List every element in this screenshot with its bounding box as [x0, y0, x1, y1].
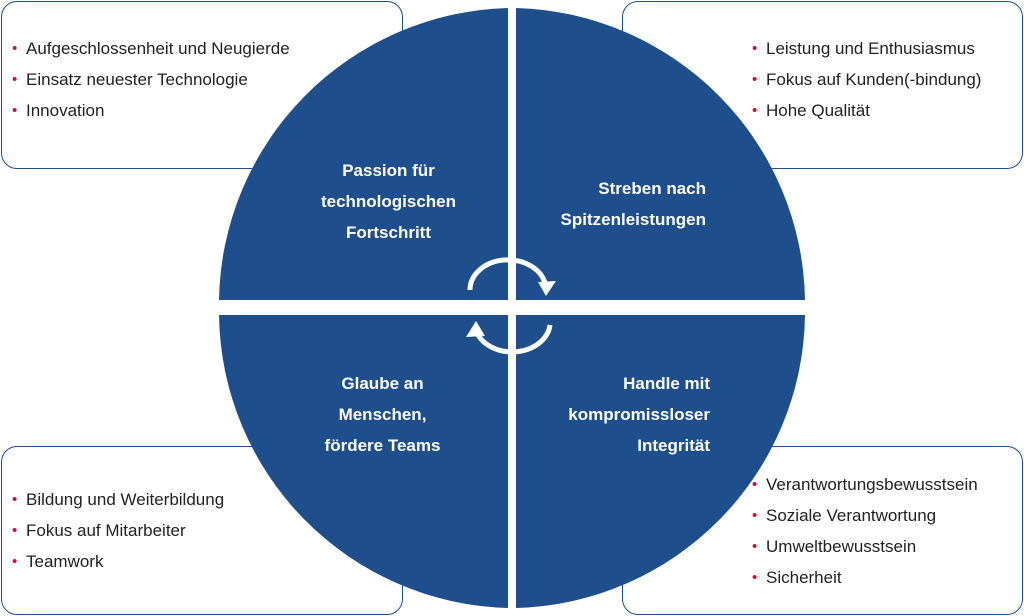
label-line: kompromissloser	[568, 405, 710, 424]
list-item-text: Verantwortungsbewusstsein	[766, 475, 978, 494]
list-item-text: Teamwork	[26, 552, 104, 571]
list-item: • Aufgeschlossenheit und Neugierde	[10, 33, 290, 64]
bullet-icon: •	[752, 538, 758, 555]
list-item: • Teamwork	[10, 546, 224, 577]
list-item-text: Aufgeschlossenheit und Neugierde	[26, 39, 290, 58]
label-line: Passion für	[342, 161, 435, 180]
bullet-list-top-right: • Leistung und Enthusiasmus • Fokus auf Ku…	[750, 33, 981, 126]
bullet-icon: •	[752, 507, 758, 524]
bullet-icon: •	[12, 522, 18, 539]
list-item: • Hohe Qualität	[750, 95, 981, 126]
quadrant-label-top-left: Passion für technologischen Fortschritt	[296, 155, 481, 248]
label-line: Handle mit	[623, 374, 710, 393]
arrow-bottom-head	[466, 321, 485, 337]
bullet-icon: •	[12, 71, 18, 88]
list-item: • Innovation	[10, 95, 290, 126]
bullet-icon: •	[752, 40, 758, 57]
list-item-text: Sicherheit	[766, 568, 842, 587]
list-item: • Verantwortungsbewusstsein	[750, 469, 978, 500]
list-item: • Fokus auf Mitarbeiter	[10, 515, 224, 546]
quadrant-label-top-right: Streben nach Spitzenleistungen	[520, 173, 706, 235]
bullet-icon: •	[752, 476, 758, 493]
list-item: • Leistung und Enthusiasmus	[750, 33, 981, 64]
label-line: Streben nach	[598, 179, 706, 198]
bullet-icon: •	[12, 553, 18, 570]
arrow-top-arc	[467, 257, 548, 291]
bullet-icon: •	[752, 569, 758, 586]
list-item-text: Bildung und Weiterbildung	[26, 490, 225, 509]
quadrant-top-right	[516, 8, 805, 300]
label-line: Spitzenleistungen	[560, 210, 706, 229]
label-line: Glaube an	[341, 374, 424, 393]
list-item: • Einsatz neuester Technologie	[10, 64, 290, 95]
list-item-text: Fokus auf Kunden(-bindung)	[766, 70, 982, 89]
bullet-icon: •	[12, 40, 18, 57]
list-item-text: Soziale Verantwortung	[766, 506, 937, 525]
label-line: technologischen	[320, 192, 457, 211]
quadrant-bottom-left	[219, 315, 508, 608]
list-item: • Soziale Verantwortung	[750, 500, 978, 531]
quadrant-label-bottom-right: Handle mit kompromissloser Integrität	[520, 368, 710, 461]
list-item: • Fokus auf Kunden(-bindung)	[750, 64, 981, 95]
bullet-icon: •	[752, 102, 758, 119]
bullet-list-top-left: • Aufgeschlossenheit und Neugierde • Einsa…	[10, 33, 290, 126]
label-line: Menschen,	[338, 405, 427, 424]
list-item: • Bildung und Weiterbildung	[10, 484, 224, 515]
list-item-text: Leistung und Enthusiasmus	[766, 39, 975, 58]
list-item-text: Umweltbewusstsein	[766, 537, 917, 556]
list-item-text: Fokus auf Mitarbeiter	[26, 521, 186, 540]
arrow-top-head	[538, 281, 556, 296]
cycle-arrows-icon	[466, 257, 556, 355]
quadrant-label-bottom-left: Glaube an Menschen, fördere Teams	[290, 368, 475, 461]
list-item-text: Innovation	[26, 101, 105, 120]
bullet-icon: •	[12, 491, 18, 508]
list-item-text: Einsatz neuester Technologie	[26, 70, 248, 89]
bullet-icon: •	[12, 102, 18, 119]
list-item: • Umweltbewusstsein	[750, 531, 978, 562]
bullet-list-bottom-right: • Verantwortungsbewusstsein • Soziale Vera…	[750, 469, 978, 593]
quadrant-bottom-right	[516, 315, 805, 608]
arrow-bottom-arc	[475, 324, 553, 355]
list-item-text: Hohe Qualität	[766, 101, 870, 120]
label-line: Fortschritt	[346, 223, 431, 242]
bullet-list-bottom-left: • Bildung und Weiterbildung • Fokus auf Mi…	[10, 484, 224, 577]
label-line: Integrität	[637, 436, 710, 455]
list-item: • Sicherheit	[750, 562, 978, 593]
bullet-icon: •	[752, 71, 758, 88]
quadrant-top-left	[219, 8, 508, 300]
label-line: fördere Teams	[324, 436, 441, 455]
